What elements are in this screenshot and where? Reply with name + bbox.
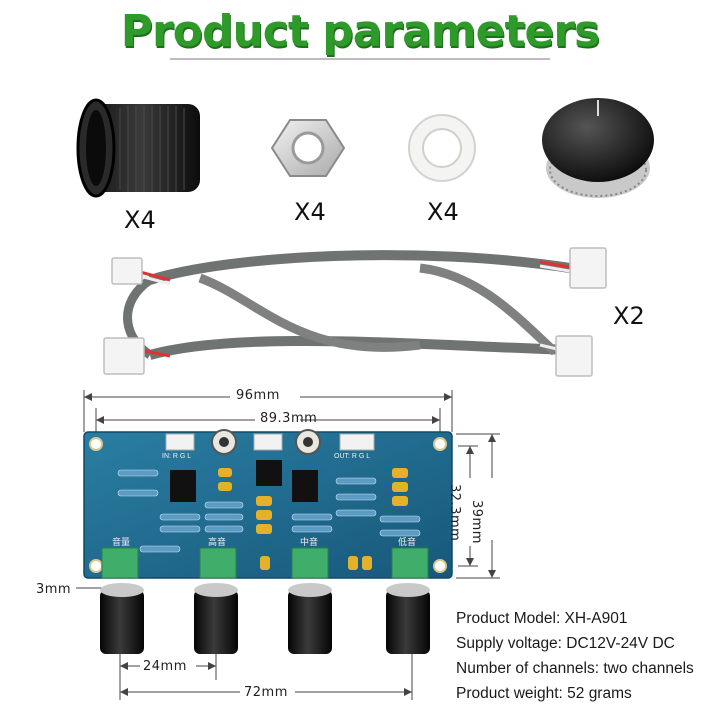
washer-qty: X4 [427, 198, 459, 226]
knob-cap-image [76, 98, 200, 198]
mid-label: 中音 [300, 537, 319, 547]
cable-image [123, 250, 576, 360]
knob-image [542, 98, 654, 198]
page-title: Product parameters [120, 6, 600, 57]
cable-connector [103, 247, 607, 377]
dim-outer-width: 96mm [236, 388, 280, 403]
knob-cap-qty: X4 [124, 206, 156, 234]
dim-height: 39mm [469, 500, 484, 544]
dim-hole-spacing: 89.3mm [260, 411, 318, 426]
title-underline [170, 58, 550, 60]
spec-model: Product Model: XH-A901 [456, 610, 628, 627]
dim-edge-offset: 3mm [36, 582, 72, 597]
dim-knob-span: 72mm [244, 685, 288, 700]
dim-knob-spacing: 24mm [143, 659, 187, 674]
pot-knobs [100, 583, 430, 654]
washer-image [408, 114, 476, 182]
cable-qty: X2 [613, 302, 645, 330]
volume-label: 音量 [112, 537, 131, 547]
dimension-arrows [84, 393, 496, 696]
dim-hole-height: 32.3mm [447, 484, 462, 542]
spec-voltage: Supply voltage: DC12V-24V DC [456, 635, 675, 652]
output-label: OUT: R G L [334, 453, 371, 460]
balance-label: 低音 [398, 537, 417, 547]
hex-nut-image [270, 119, 346, 177]
spec-weight: Product weight: 52 grams [456, 685, 632, 702]
hex-nut-qty: X4 [294, 198, 326, 226]
spec-channels: Number of channels: two channels [456, 660, 694, 677]
pcb-board [83, 429, 453, 579]
input-label: IN: R G L [162, 453, 192, 460]
specs-list: Product Model: XH-A901 Supply voltage: D… [456, 606, 694, 706]
treble-label: 高音 [208, 537, 227, 547]
